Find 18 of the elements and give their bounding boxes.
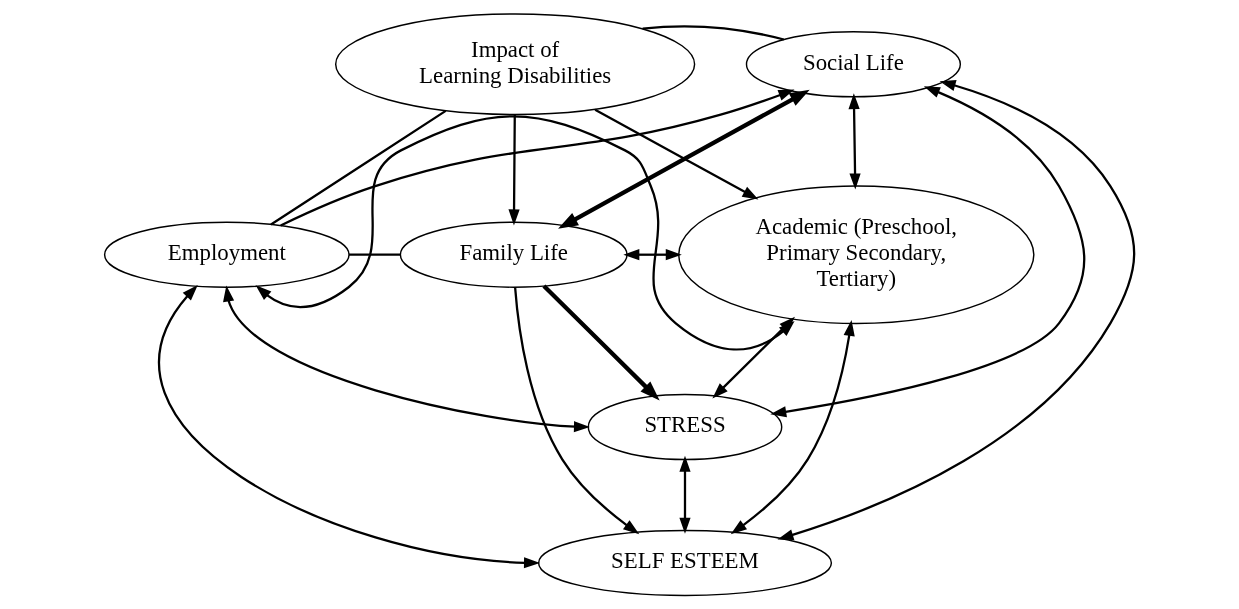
node-ellipse: Impact of Learning Disabilities <box>334 13 696 116</box>
arrow <box>513 287 640 535</box>
arrow <box>542 284 660 401</box>
connector <box>642 25 785 41</box>
arrow <box>223 285 590 433</box>
connector <box>270 109 447 226</box>
connector <box>349 253 401 256</box>
arrow <box>158 285 540 569</box>
node-ellipse: STRESS <box>587 393 783 461</box>
arrow <box>623 249 682 261</box>
arrow <box>280 89 795 227</box>
node-ellipse: Employment <box>103 221 350 288</box>
arrow <box>848 93 861 190</box>
node-ellipse: Family Life <box>399 221 628 288</box>
arrow <box>679 455 691 534</box>
arrow <box>594 108 759 200</box>
arrow <box>770 86 1086 418</box>
arrow <box>558 89 810 229</box>
